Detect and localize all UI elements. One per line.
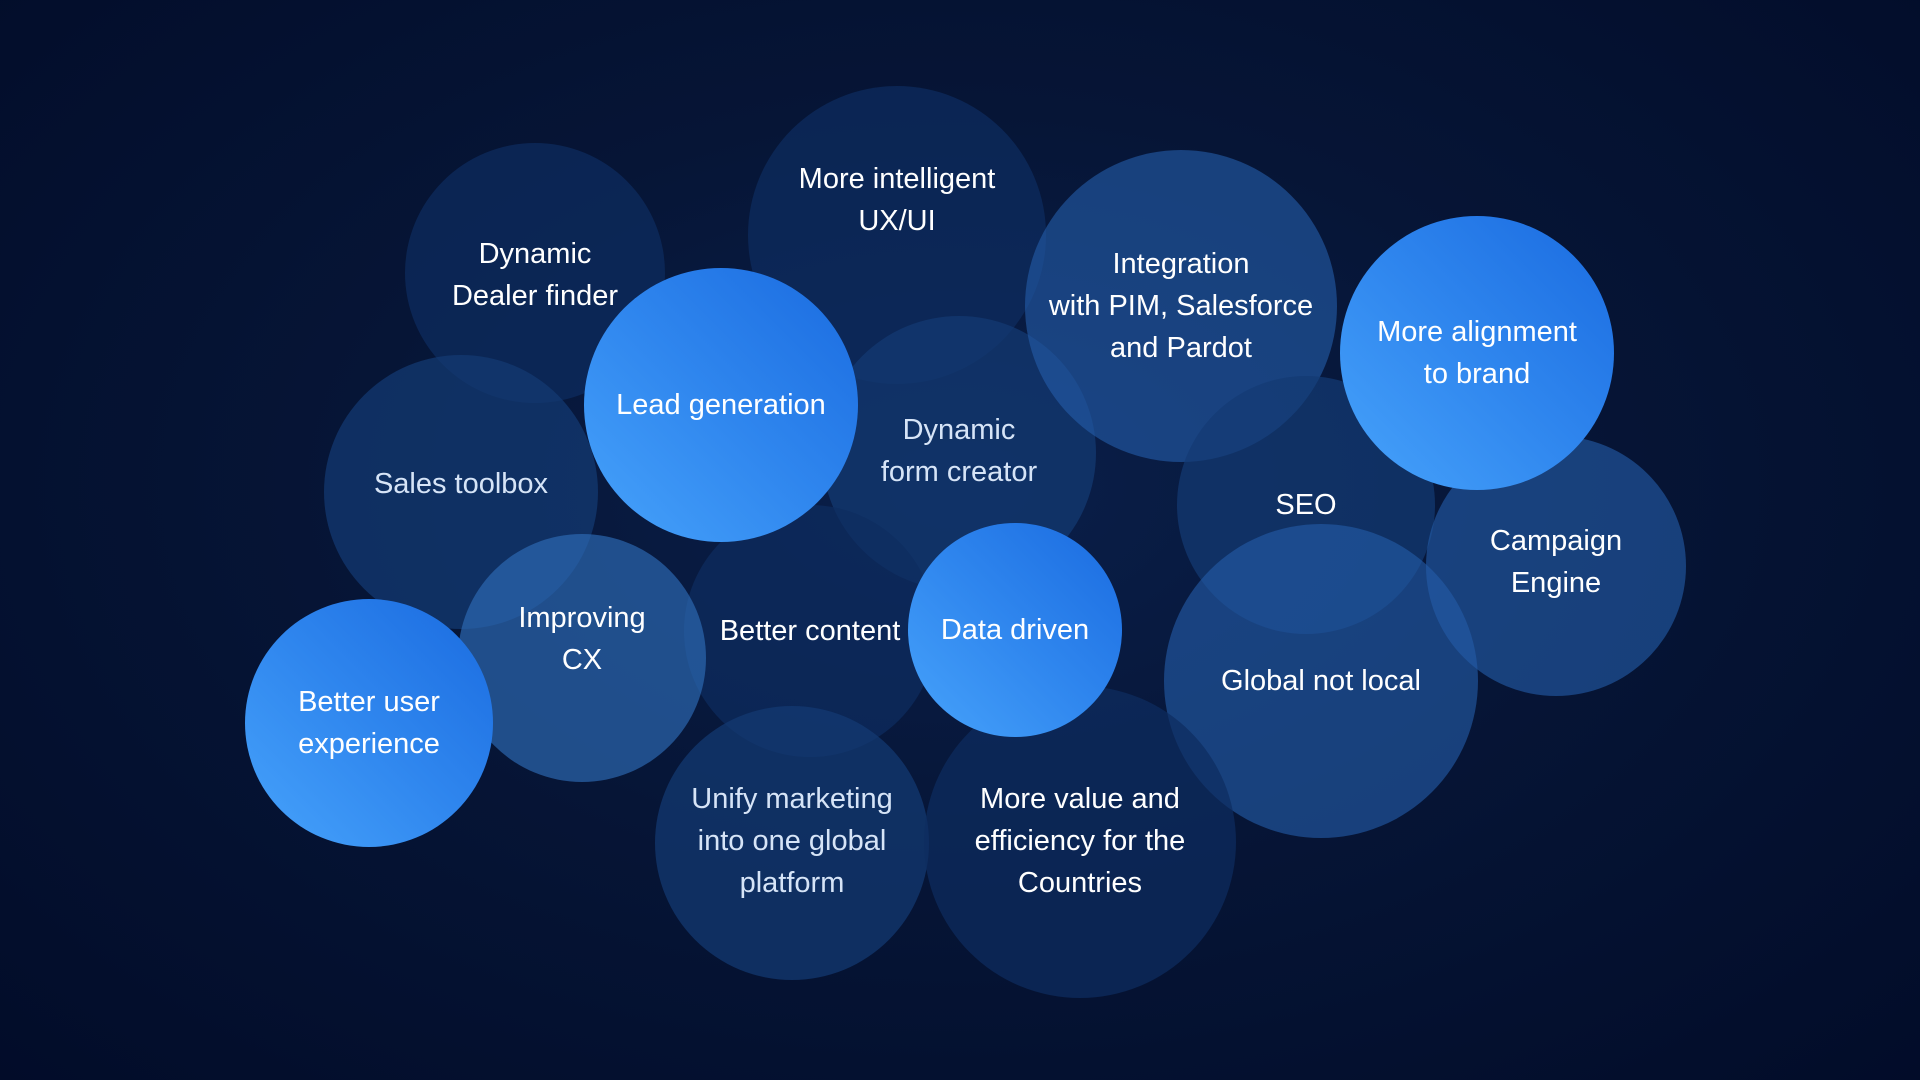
bubble-label: SEO xyxy=(1275,489,1337,521)
bubble-label: Dynamic form creator xyxy=(880,414,1038,488)
bubble-more-value-efficiency: More value and efficiency for the Countr… xyxy=(924,686,1236,998)
bubble-label: Campaign Engine xyxy=(1489,525,1623,599)
bubble-label: Unify marketing into one global platform xyxy=(691,783,893,899)
bubble-label: More value and efficiency for the Countr… xyxy=(974,783,1186,899)
bubble-label: Better content xyxy=(719,615,901,647)
bubble-label: Sales toolbox xyxy=(373,468,549,500)
bubble-label: Global not local xyxy=(1221,665,1421,697)
bubble-lead-generation: Lead generation xyxy=(584,268,858,542)
bubble-improving-cx: Improving CX xyxy=(458,534,706,782)
bubble-label: Lead generation xyxy=(616,389,826,421)
bubble-label: Data driven xyxy=(940,614,1090,646)
bubble-more-alignment-brand: More alignment to brand xyxy=(1340,216,1614,490)
bubble-label: More intelligent UX/UI xyxy=(798,163,996,237)
bubble-label: Improving CX xyxy=(518,602,646,676)
bubble-label: More alignment to brand xyxy=(1377,316,1577,390)
bubble-unify-marketing: Unify marketing into one global platform xyxy=(655,706,929,980)
bubble-label: Dynamic Dealer finder xyxy=(451,238,619,312)
bubble-label: Better user experience xyxy=(298,686,440,760)
bubble-label: Integration with PIM, Salesforce and Par… xyxy=(1048,248,1314,364)
bubble-data-driven: Data driven xyxy=(908,523,1122,737)
bubble-better-user-experience: Better user experience xyxy=(245,599,493,847)
